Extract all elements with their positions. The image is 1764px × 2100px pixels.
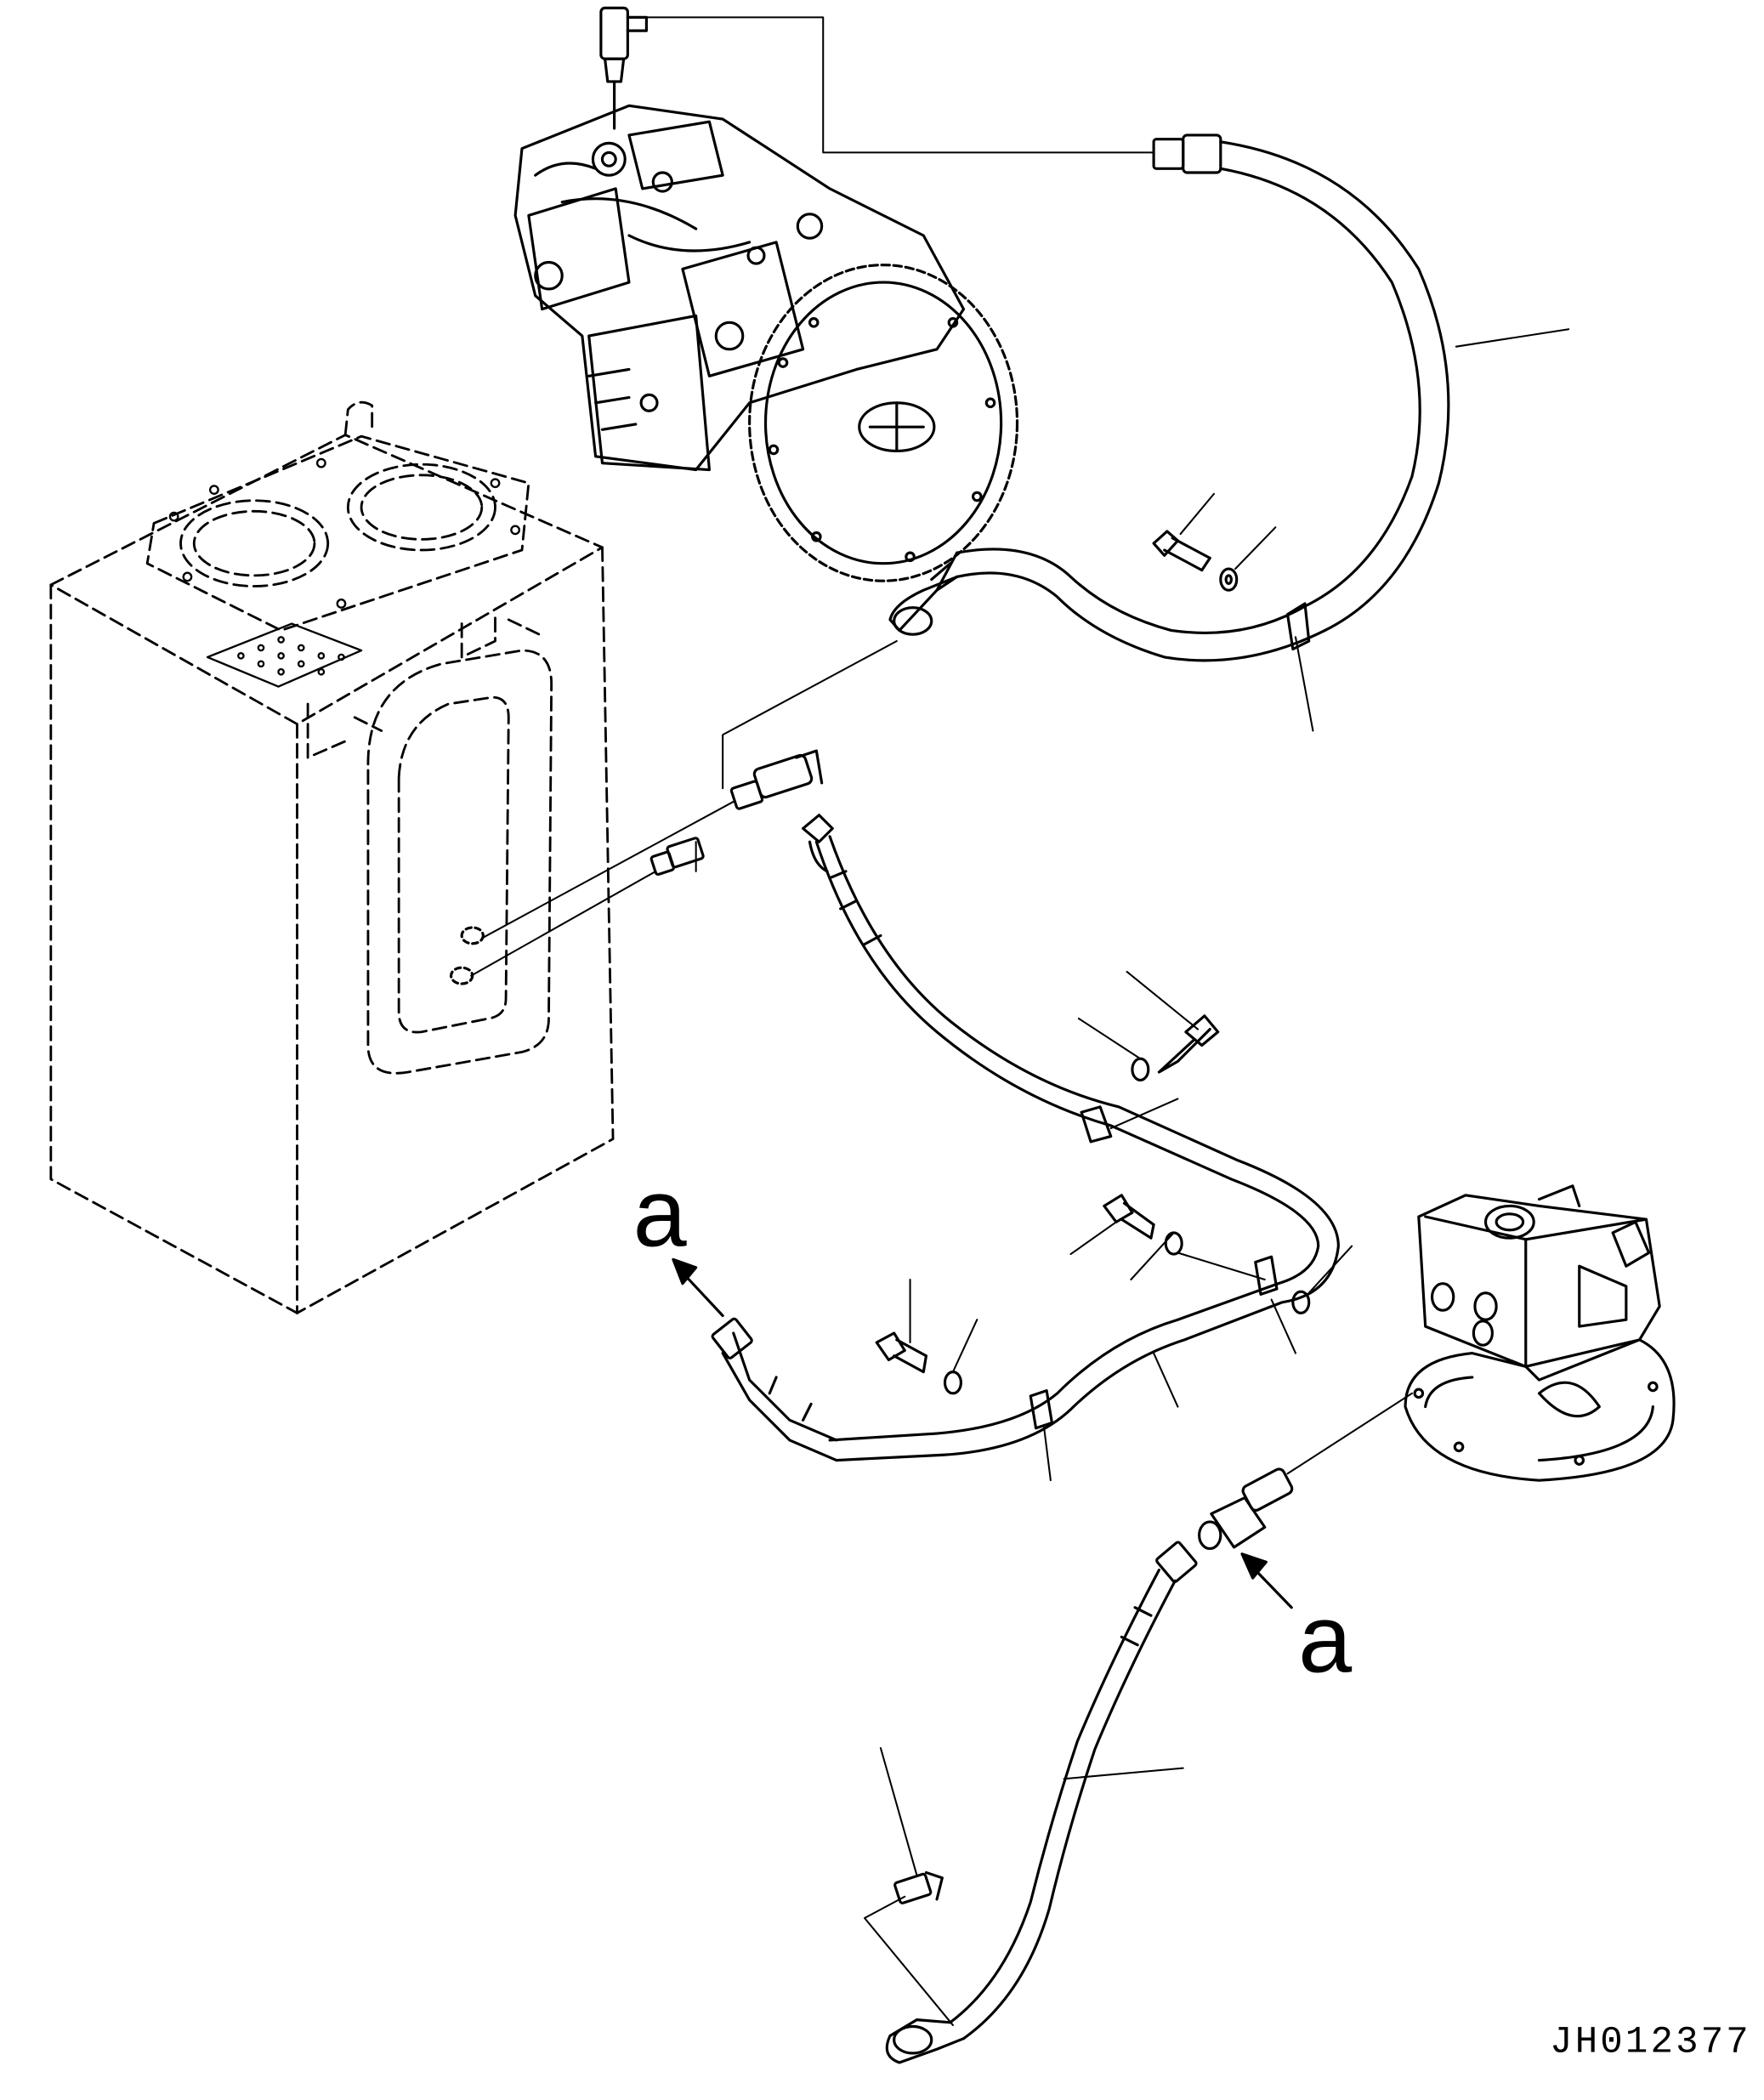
arrow-a-right bbox=[1240, 1552, 1293, 1609]
label-a-left: a bbox=[633, 1160, 688, 1268]
main-pump bbox=[513, 6, 1019, 582]
bolt-middle-2 bbox=[1103, 1194, 1155, 1240]
label-a-right: a bbox=[1298, 1585, 1353, 1693]
hydraulic-tank bbox=[49, 400, 615, 1314]
tank-adapter-fitting bbox=[649, 837, 705, 877]
hose-middle bbox=[711, 814, 1340, 1462]
guide-line-top bbox=[645, 16, 1155, 154]
washer-middle-2 bbox=[1164, 1231, 1183, 1256]
leader-lines-lower bbox=[864, 1747, 1184, 2026]
washer-middle-3 bbox=[943, 1371, 962, 1395]
bolt-middle-3 bbox=[875, 1331, 928, 1374]
hose-upper bbox=[888, 133, 1450, 662]
swing-motor-elbow bbox=[1198, 1392, 1413, 1551]
washer-middle-4 bbox=[1291, 1290, 1311, 1314]
lower-adapter bbox=[893, 1870, 944, 1904]
leader-lines-middle bbox=[909, 970, 1353, 1482]
washer-upper bbox=[1219, 567, 1239, 592]
tank-elbow-fitting bbox=[729, 749, 824, 810]
hose-lower bbox=[885, 1541, 1198, 2064]
bolt-middle-1 bbox=[1157, 1014, 1220, 1074]
swing-motor bbox=[1404, 1184, 1676, 1482]
bolt-upper bbox=[1152, 530, 1211, 572]
leader-lines-tank bbox=[470, 640, 898, 977]
arrow-a-left bbox=[672, 1257, 724, 1318]
washer-middle-1 bbox=[1131, 1057, 1150, 1081]
tank-mount-pad bbox=[168, 457, 521, 688]
drawing-id: JH012377 bbox=[1550, 2021, 1751, 2063]
leader-lines-upper bbox=[1179, 328, 1570, 732]
